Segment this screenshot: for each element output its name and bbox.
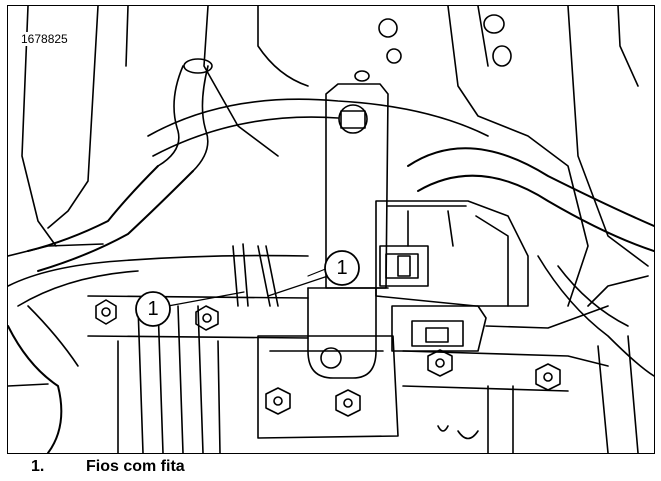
figure-id: 1678825: [20, 32, 69, 46]
technical-illustration: 1 1 1678825: [7, 5, 655, 454]
line-drawing: [8, 6, 654, 453]
legend-text: Fios com fita: [86, 458, 185, 475]
legend-number: 1.: [31, 458, 45, 475]
callout-label: 1: [147, 298, 159, 320]
callout-label: 1: [336, 257, 348, 279]
legend-item: 1. Fios com fita: [31, 455, 185, 479]
